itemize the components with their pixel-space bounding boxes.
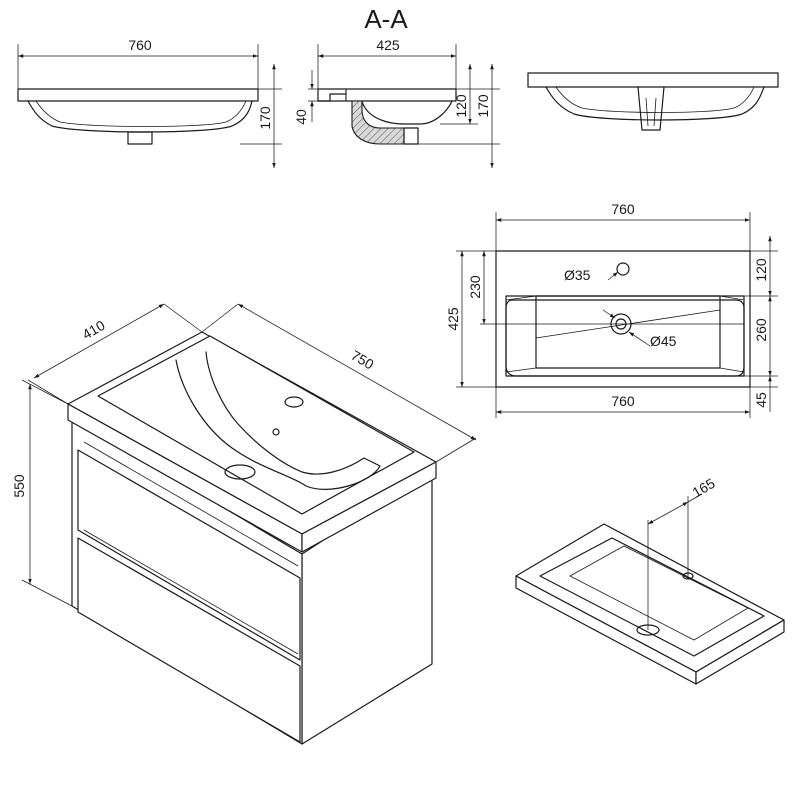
plan-bottom-width-label: 760 xyxy=(611,393,635,409)
plan-bowl-depth-label: 260 xyxy=(753,318,769,342)
sink-isometric-view: 165 xyxy=(515,475,785,685)
front-width-label: 760 xyxy=(128,37,152,53)
cabinet-height-label: 550 xyxy=(11,474,27,498)
plan-back-offset-label: 120 xyxy=(753,258,769,282)
plan-front-rim-label: 45 xyxy=(753,392,769,408)
cabinet-isometric-view: 410 750 550 xyxy=(11,303,477,745)
section-depth-label: 120 xyxy=(453,94,469,118)
sink-drain-offset-label: 165 xyxy=(689,475,717,501)
front-height-label: 170 xyxy=(257,106,273,130)
side-view xyxy=(527,72,779,131)
tap-hole-diameter-label: Ø35 xyxy=(564,267,591,283)
plan-overall-depth-label: 425 xyxy=(445,307,461,331)
front-elevation-view: 760 170 xyxy=(17,37,282,168)
cabinet-width-label: 750 xyxy=(348,347,376,373)
section-total-height-label: 170 xyxy=(475,94,491,118)
section-a-a-view: 425 40 120 170 xyxy=(293,37,500,168)
section-title: A-A xyxy=(364,4,408,34)
section-width-label: 425 xyxy=(376,37,400,53)
plan-top-width-label: 760 xyxy=(611,201,635,217)
section-lip-height-label: 40 xyxy=(293,109,309,125)
drain-diameter-label: Ø45 xyxy=(650,333,677,349)
plan-front-to-drain-label: 230 xyxy=(467,275,483,299)
plan-view: Ø35 Ø45 760 760 425 230 120 260 45 xyxy=(445,201,778,418)
